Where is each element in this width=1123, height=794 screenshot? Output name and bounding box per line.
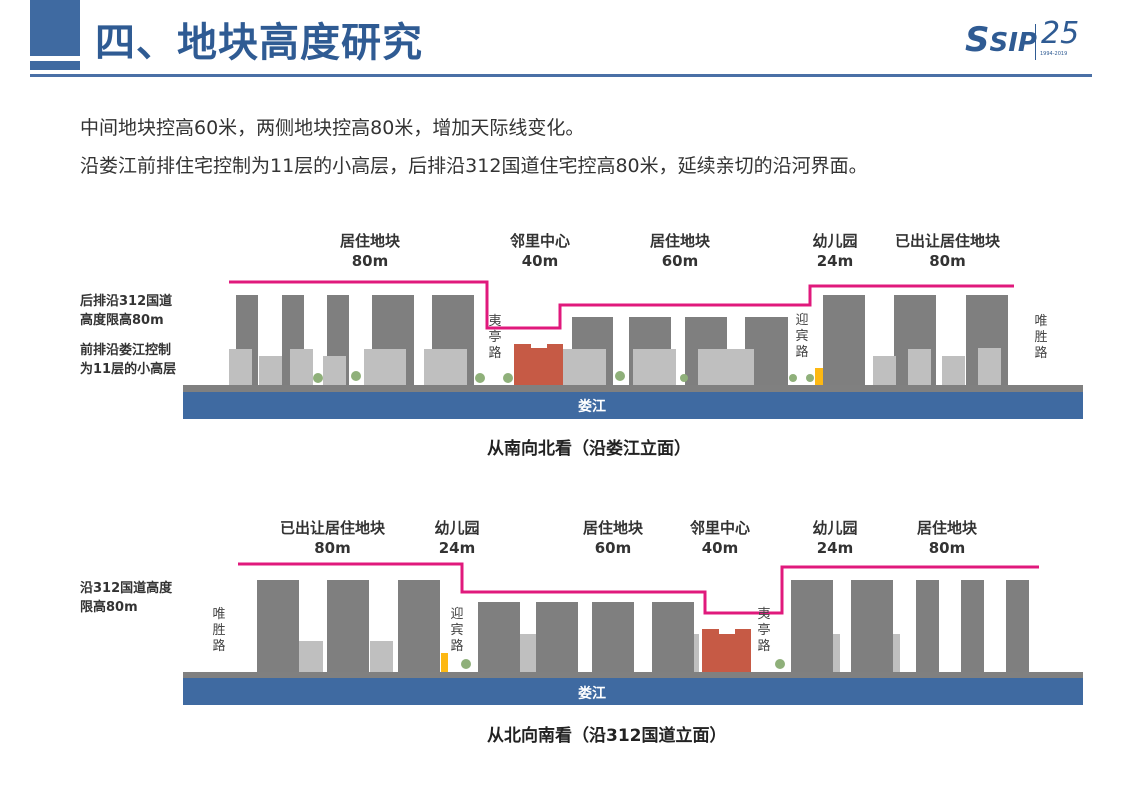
river-label-1: 娄江 — [578, 399, 606, 415]
page-title: 四、地块高度研究 — [95, 20, 423, 66]
intro-line-1: 中间地块控高60米，两侧地块控高80米，增加天际线变化。 — [80, 117, 585, 139]
low-rise-right — [873, 348, 1001, 385]
towers-80m-right-2 — [791, 580, 1029, 672]
elevation-2-drawing — [183, 562, 1083, 705]
road-label-yiting-2: 夷 亭 路 — [757, 607, 771, 654]
river-band — [183, 392, 1083, 419]
side-note-front-height: 前排沿娄江控制 为11层的小高层 — [80, 343, 177, 377]
road-label-yiting-1: 夷 亭 路 — [488, 314, 502, 361]
towers-80m-left-2 — [257, 580, 440, 672]
header-accent-strip — [30, 61, 80, 70]
trees-1 — [313, 371, 814, 383]
side-note-312-height: 沿312国道高度 限高80m — [80, 581, 173, 615]
title-divider — [30, 74, 1092, 77]
trees-2 — [461, 659, 785, 669]
river-label-2: 娄江 — [578, 686, 606, 702]
intro-line-2: 沿娄江前排住宅控制为11层的小高层，后排沿312国道住宅控高80米，延续亲切的沿… — [80, 155, 868, 177]
low-rise-left-2 — [299, 634, 900, 672]
road-label-weisheng-1: 唯 胜 路 — [1034, 314, 1048, 361]
road-label-weisheng-2: 唯 胜 路 — [212, 607, 226, 654]
kindergarten-2 — [441, 653, 448, 672]
road-label-yingbin-1: 迎 宾 路 — [795, 313, 809, 360]
low-rise-left — [229, 349, 467, 385]
ground-line — [183, 385, 1083, 392]
community-center — [514, 344, 563, 385]
towers-80m-right — [823, 295, 1008, 385]
height-control-line-2 — [238, 562, 1039, 615]
community-center-2 — [702, 629, 751, 672]
road-label-yingbin-2: 迎 宾 路 — [450, 607, 464, 654]
side-note-rear-height: 后排沿312国道 高度限高80m — [80, 294, 173, 328]
height-control-line-1 — [229, 280, 1014, 330]
anniversary-years: 1994-2019 — [1040, 51, 1068, 57]
low-rise-mid — [563, 349, 754, 385]
elevation-1-caption: 从南向北看（沿娄江立面） — [487, 439, 691, 459]
sip-logo: SSIP — [965, 20, 1037, 60]
anniversary-logo: 25 — [1041, 16, 1080, 51]
ground-line-2 — [183, 672, 1083, 678]
elevation-2-caption: 从北向南看（沿312国道立面） — [487, 726, 727, 746]
logo-divider — [1035, 24, 1036, 60]
elevation-1-drawing — [183, 280, 1083, 419]
header-accent-bar — [30, 0, 80, 56]
towers-60m-2 — [478, 602, 694, 672]
river-band-2 — [183, 678, 1083, 705]
